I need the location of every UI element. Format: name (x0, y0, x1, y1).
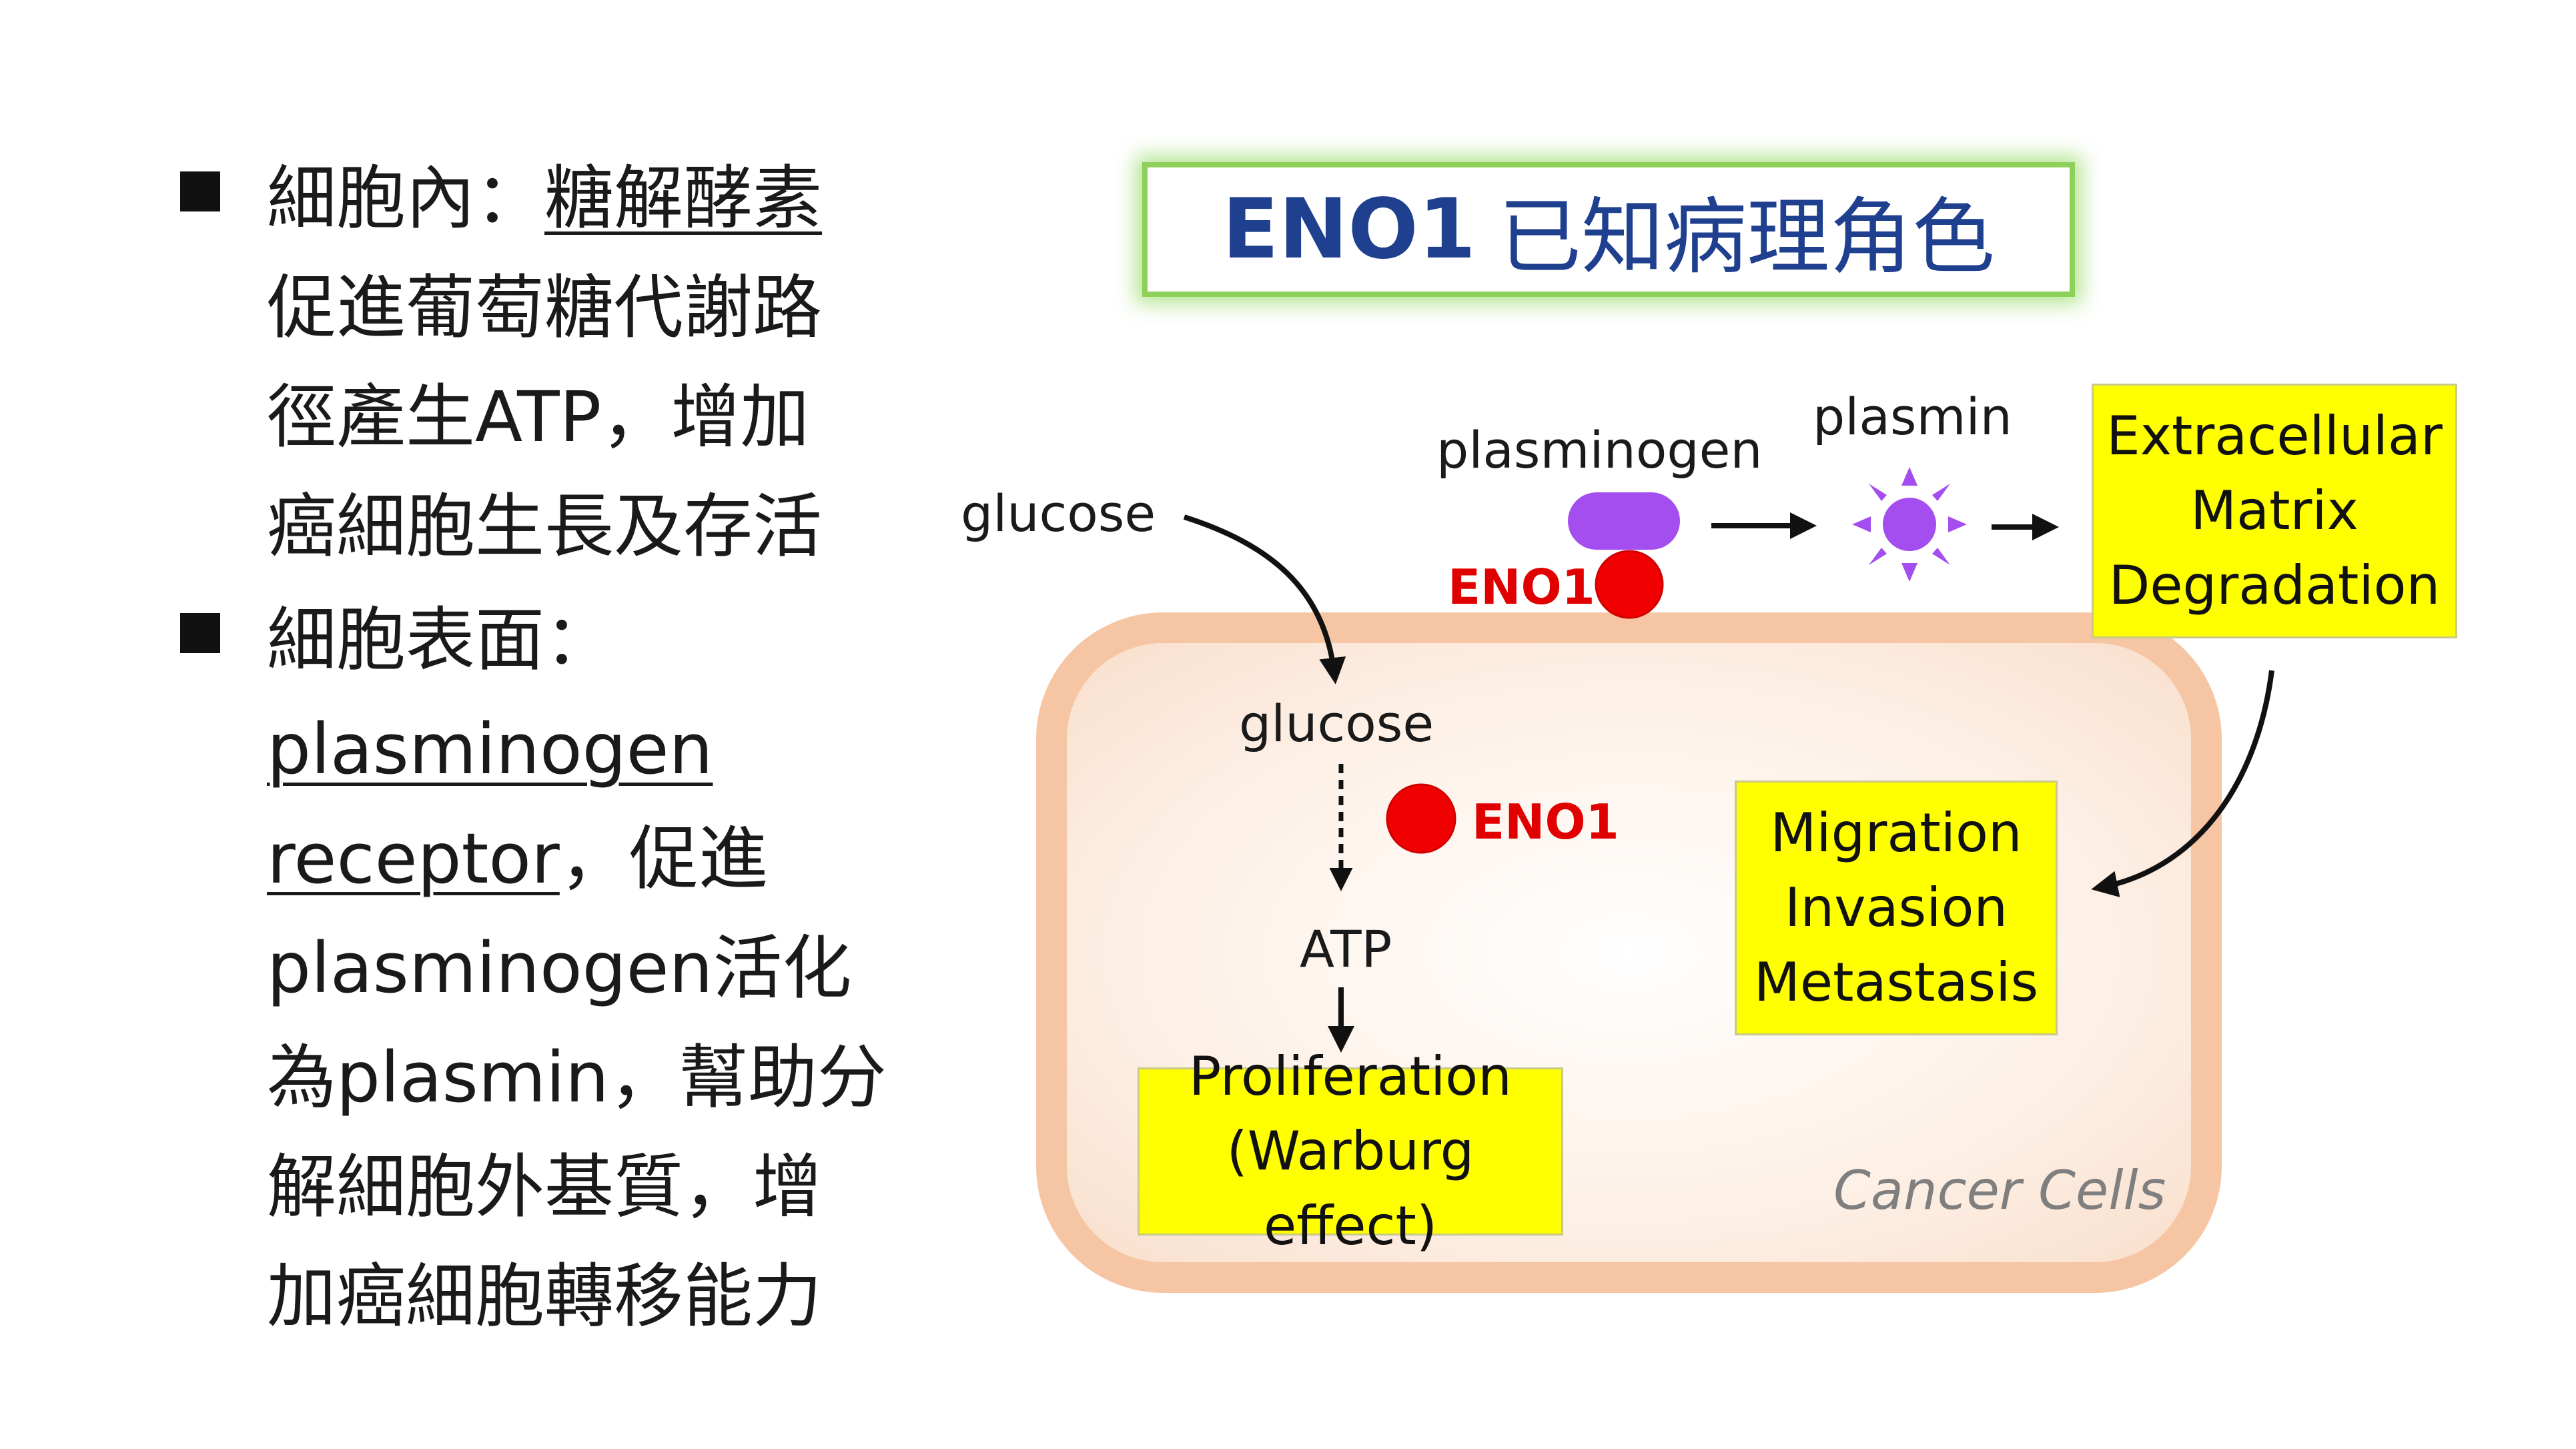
diagram-title: ENO1 已知病理角色 (1142, 162, 2075, 297)
bullet-square-icon (180, 613, 220, 653)
bullet-text-segment: 加癌細胞轉移能力 (267, 1256, 823, 1337)
eno1-inside-circle (1386, 783, 1456, 854)
bullet-text-segment: 細胞內： (267, 157, 545, 239)
migration-line-3: Metastasis (1753, 951, 2039, 1013)
underlined-term: plasminogen (267, 708, 713, 790)
title-chinese: 已知病理角色 (1498, 189, 1996, 286)
bullet-text-segment: 為plasmin，幫助分 (267, 1037, 887, 1118)
bullet-intracellular: 細胞內：糖解酵素促進葡萄糖代謝路徑產生ATP，增加癌細胞生長及存活 (180, 143, 981, 581)
bullet-text: 細胞內：糖解酵素促進葡萄糖代謝路徑產生ATP，增加癌細胞生長及存活 (267, 143, 981, 581)
underlined-term: 糖解酵素 (544, 157, 823, 239)
eno1-inside-label: ENO1 (1472, 794, 1619, 850)
bullet-list: 細胞內：糖解酵素促進葡萄糖代謝路徑產生ATP，增加癌細胞生長及存活 細胞表面： p… (180, 143, 981, 1351)
migration-line-1: Migration (1770, 802, 2022, 864)
plasmin-label: plasmin (1813, 387, 2012, 446)
bullet-line: plasminogen (267, 694, 981, 804)
plasminogen-shape (1568, 492, 1680, 550)
bullet-line: 為plasmin，幫助分 (267, 1023, 981, 1132)
bullet-line: 細胞表面： (267, 585, 981, 694)
bullet-text-segment: 促進葡萄糖代謝路 (267, 267, 823, 348)
eno1-surface-circle (1595, 550, 1664, 619)
underlined-term: receptor (267, 818, 560, 899)
bullet-text-segment: 解細胞外基質，增 (267, 1146, 823, 1228)
eno1-surface-label: ENO1 (1448, 559, 1595, 615)
bullet-line: 癌細胞生長及存活 (267, 472, 981, 581)
ecm-line-2: Matrix (2190, 480, 2358, 542)
bullet-text-segment: plasminogen活化 (267, 927, 852, 1009)
bullet-square-icon (180, 171, 220, 211)
proliferation-line-2: (Warburg effect) (1226, 1120, 1474, 1257)
bullet-line: 促進葡萄糖代謝路 (267, 253, 981, 362)
proliferation-box: Proliferation (Warburg effect) (1138, 1045, 1563, 1257)
ecm-line-3: Degradation (2108, 554, 2441, 616)
bullet-text-segment: 徑產生ATP，增加 (267, 376, 810, 458)
glucose-entry-arrow (1183, 514, 1346, 684)
ecm-line-1: Extracellular (2106, 405, 2443, 467)
cancer-cells-label: Cancer Cells (1833, 1159, 2166, 1222)
bullet-line: receptor，促進 (267, 804, 981, 913)
bullet-text-segment: 細胞表面： (267, 599, 614, 680)
bullet-line: 徑產生ATP，增加 (267, 362, 981, 472)
bullet-text: 細胞表面： plasminogen receptor，促進 plasminogen活化… (267, 585, 981, 1351)
plasmin-sun-icon (1852, 467, 1967, 582)
atp-label: ATP (1300, 919, 1392, 979)
plasminogen-label: plasminogen (1436, 420, 1763, 480)
bullet-text-segment: ，促進 (559, 818, 768, 899)
ecm-degradation-box: Extracellular Matrix Degradation (2092, 384, 2457, 638)
bullet-cell-surface: 細胞表面： plasminogen receptor，促進 plasminogen活化… (180, 585, 981, 1351)
title-eno1: ENO1 (1222, 181, 1476, 278)
bullet-line: 解細胞外基質，增 (267, 1132, 981, 1242)
bullet-line: plasminogen活化 (267, 913, 981, 1023)
migration-box: Migration Invasion Metastasis (1735, 781, 2058, 1035)
migration-line-2: Invasion (1784, 877, 2008, 939)
proliferation-line-1: Proliferation (1189, 1045, 1512, 1107)
bullet-line: 加癌細胞轉移能力 (267, 1242, 981, 1351)
ecm-to-migration-arrow (2091, 670, 2274, 897)
bullet-line: 細胞內：糖解酵素 (267, 143, 981, 253)
glucose-inside-label: glucose (1239, 694, 1434, 753)
bullet-text-segment: 癌細胞生長及存活 (267, 486, 823, 567)
glucose-outside-label: glucose (961, 484, 1156, 543)
